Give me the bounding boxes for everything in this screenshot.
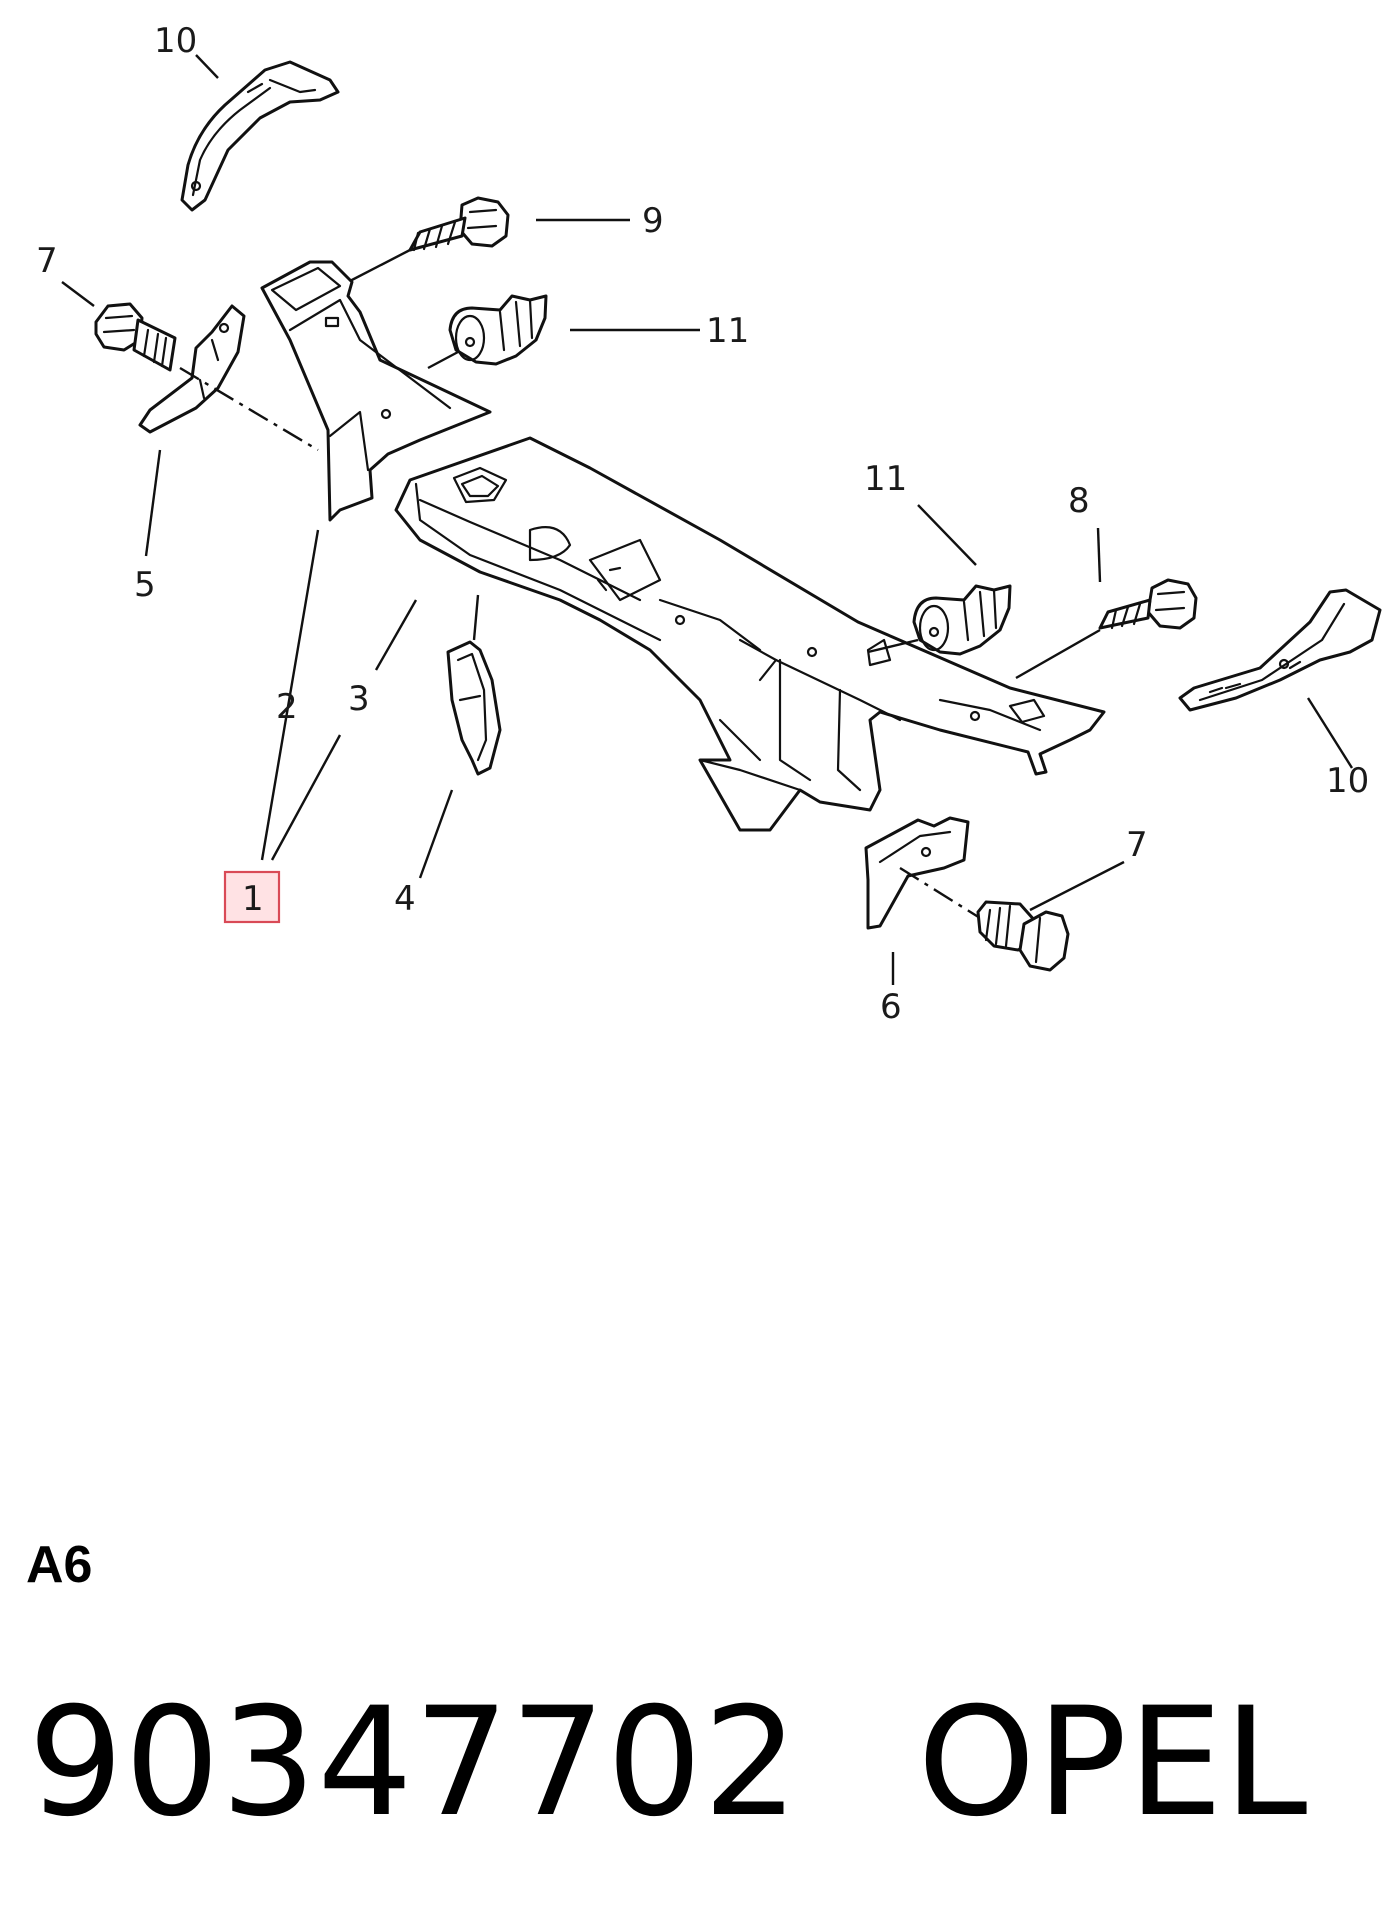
brand-name: OPEL (917, 1676, 1309, 1850)
part-11-clip-right (912, 584, 1012, 656)
callout-1: 1 (242, 879, 264, 919)
part-number: 90347702 (28, 1676, 800, 1850)
part-7-bolt-right (976, 900, 1070, 972)
part-4-plate (446, 640, 502, 776)
part-11-clip-top (448, 294, 548, 366)
parts-diagram: 10 9 7 11 5 2 3 1 4 11 8 10 7 6 (36, 21, 1382, 1027)
section-code: A6 (26, 1536, 93, 1594)
callout-11-top: 11 (706, 311, 749, 351)
callout-11-right: 11 (864, 459, 907, 499)
callout-6: 6 (880, 987, 902, 1027)
callout-8: 8 (1068, 481, 1090, 521)
callout-4: 4 (394, 879, 416, 919)
callout-2: 2 (276, 687, 298, 727)
callout-7-right: 7 (1126, 825, 1148, 865)
part-2-upper-support (260, 260, 492, 522)
part-6-bracket (864, 816, 970, 930)
callout-5: 5 (134, 565, 156, 605)
callout-9: 9 (642, 201, 664, 241)
callout-10-right: 10 (1326, 761, 1369, 801)
callout-1-highlighted[interactable]: 1 (223, 870, 281, 924)
callout-7-left: 7 (36, 241, 58, 281)
part-1-main-crossmember (394, 436, 1106, 832)
part-10-bracket-left (180, 60, 340, 212)
part-8-screw (1098, 578, 1198, 630)
part-9-screw (408, 196, 510, 252)
part-5-bracket (138, 304, 246, 434)
callout-3: 3 (348, 679, 370, 719)
callout-10-top: 10 (154, 21, 197, 61)
part-10-bracket-right (1178, 588, 1382, 712)
part-7-bolt-left (94, 302, 177, 372)
callout-labels: 10 9 7 11 5 2 3 1 4 11 8 10 7 6 (36, 21, 1369, 1027)
